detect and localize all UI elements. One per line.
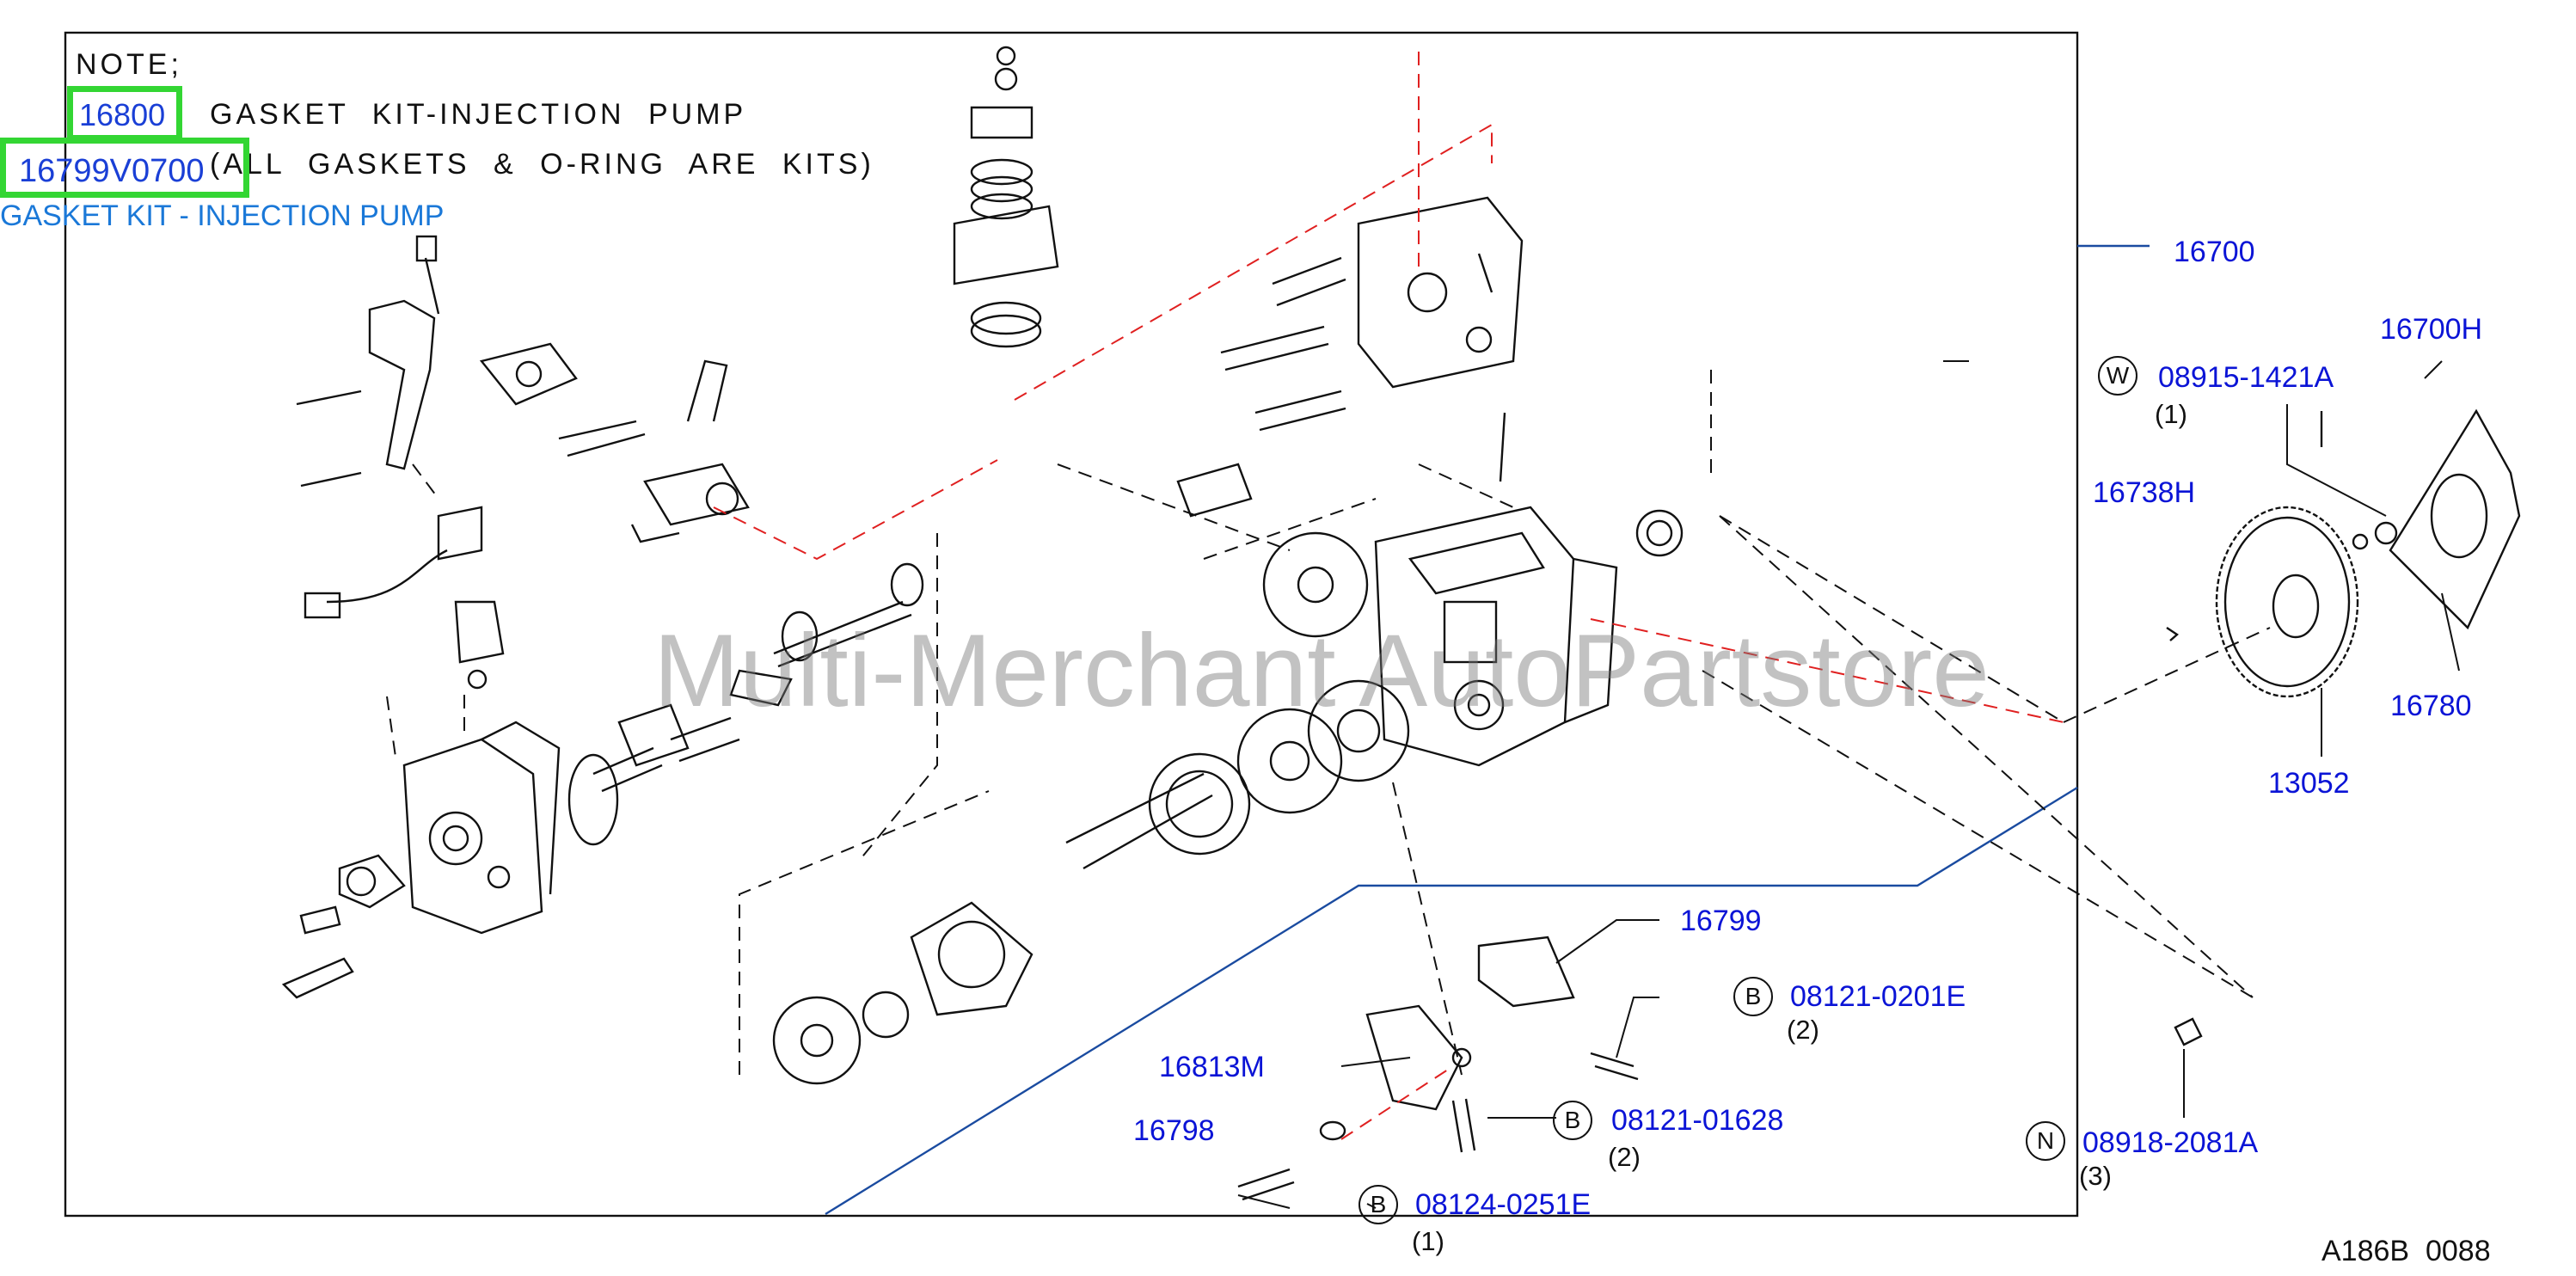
drive-shaft-drawing <box>772 531 1410 1085</box>
callout-w-qty: (1) <box>2155 399 2187 429</box>
kit-code[interactable]: 16800 <box>79 97 166 132</box>
callout-n-qty: (3) <box>2079 1161 2112 1191</box>
callout-b1-qty: (2) <box>1787 1015 1819 1045</box>
highlight-part-number[interactable]: 16799V0700 <box>19 153 205 189</box>
bracket-and-sensor-drawing <box>296 235 505 690</box>
drive-gear-drawing <box>2166 408 2521 698</box>
part-number-highlight <box>0 138 249 198</box>
callout-b2-part[interactable]: 08121-01628 <box>1611 1104 1784 1137</box>
leader-lines <box>1237 360 2460 1209</box>
callout-b2-icon: B <box>1553 1101 1592 1140</box>
plunger-assembly-drawing <box>479 342 924 793</box>
red-dashed-lines <box>713 52 2064 1140</box>
kit-name: GASKET KIT-INJECTION PUMP <box>210 98 747 131</box>
callout-n-part[interactable]: 08918-2081A <box>2082 1126 2259 1159</box>
callout-b3-part[interactable]: 08124-0251E <box>1415 1188 1592 1221</box>
part-label-16813m[interactable]: 16813M <box>1159 1051 1265 1083</box>
note-heading: NOTE; <box>76 48 182 81</box>
pump-head-drawing <box>281 721 619 999</box>
callout-b3-icon: B <box>1359 1185 1398 1224</box>
governor-drawing <box>953 46 1059 348</box>
bottom-brackets-drawing <box>1237 936 2203 1201</box>
part-label-16700h[interactable]: 16700H <box>2380 313 2483 346</box>
part-label-16799[interactable]: 16799 <box>1680 905 1762 937</box>
kit-sub-note: (ALL GASKETS & O-RING ARE KITS) <box>210 148 874 181</box>
callout-b2-qty: (2) <box>1608 1142 1641 1172</box>
callout-n-icon: N <box>2026 1121 2065 1161</box>
watermark: Multi-Merchant AutoPartstore <box>653 613 1990 728</box>
part-label-16738h[interactable]: 16738H <box>2093 476 2196 509</box>
callout-b1-icon: B <box>1733 977 1773 1016</box>
part-label-13052[interactable]: 13052 <box>2268 767 2350 800</box>
diagram-code: A186B 0088 <box>2321 1235 2491 1267</box>
assembly-dashed-lines <box>386 370 2271 1076</box>
diagram-frame <box>64 31 2079 1218</box>
part-label-16780[interactable]: 16780 <box>2390 690 2472 722</box>
part-label-16798[interactable]: 16798 <box>1133 1114 1215 1147</box>
callout-w-part[interactable]: 08915-1421A <box>2158 361 2334 394</box>
callout-w-icon: W <box>2098 356 2137 396</box>
callout-b1-part[interactable]: 08121-0201E <box>1790 980 1966 1013</box>
part-label-16700[interactable]: 16700 <box>2174 236 2255 268</box>
highlight-part-name: GASKET KIT - INJECTION PUMP <box>0 199 445 232</box>
pump-body-drawing <box>1176 196 1684 767</box>
assembly-bracket-outline <box>825 786 2078 1216</box>
callout-b3-qty: (1) <box>1412 1226 1444 1256</box>
